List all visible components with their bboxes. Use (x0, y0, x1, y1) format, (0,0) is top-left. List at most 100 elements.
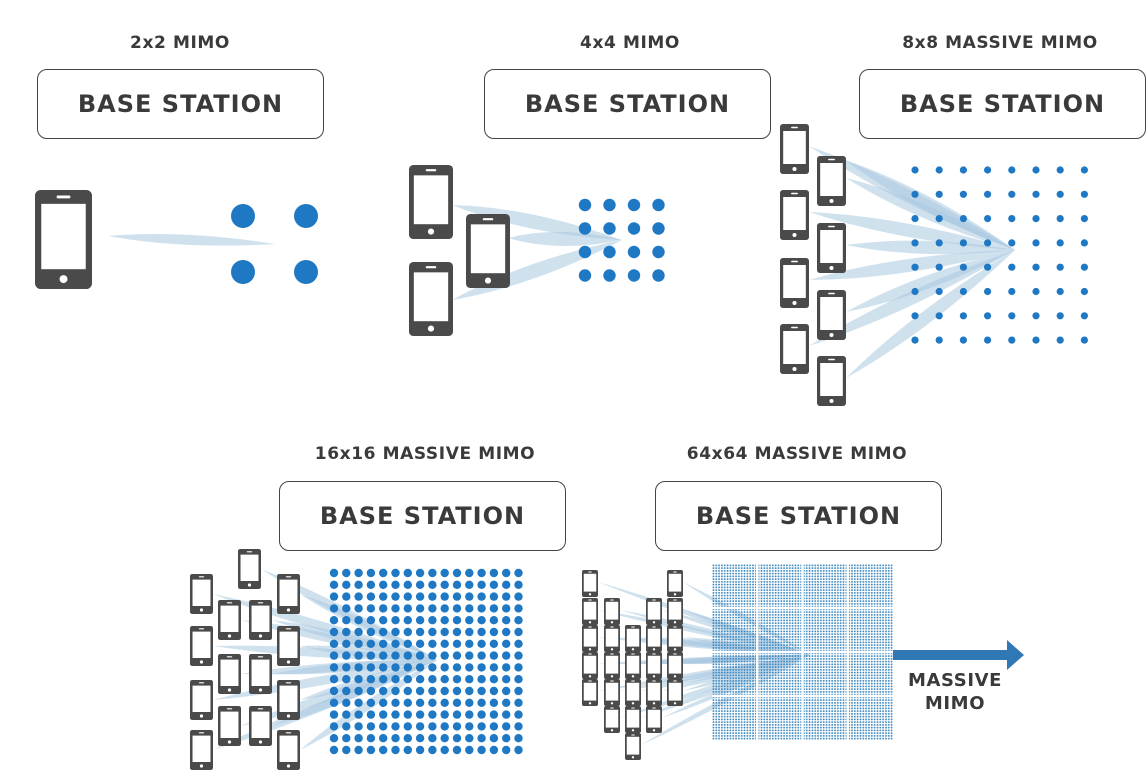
beam-8x8-7 (846, 250, 1015, 312)
antenna-element (1032, 312, 1040, 320)
antenna-element (935, 336, 943, 344)
antenna-element (514, 745, 523, 755)
antenna-element (984, 166, 992, 174)
antenna-element (440, 698, 449, 707)
antenna-element (477, 627, 486, 637)
antenna-element (514, 722, 523, 731)
phone-64x64-24 (646, 706, 662, 733)
antenna-element (415, 580, 425, 589)
antenna-element (440, 568, 449, 578)
antenna-element (1032, 263, 1040, 271)
antenna-element (465, 651, 474, 660)
phone-64x64-6 (667, 598, 683, 625)
phone-16x16-12 (218, 706, 241, 746)
antenna-element (391, 592, 400, 601)
antenna-element (502, 698, 511, 707)
antenna-element (911, 336, 919, 344)
antenna-element (415, 639, 425, 648)
antenna-element (514, 627, 523, 637)
antenna-element (415, 592, 425, 601)
antenna-element (489, 663, 499, 672)
antenna-element (342, 568, 351, 578)
antenna-element (489, 627, 499, 637)
antenna-element (329, 734, 339, 743)
phone-64x64-9 (625, 625, 641, 652)
title-16x16: 16x16 MASSIVE MIMO (314, 444, 536, 464)
antenna-element (342, 745, 351, 755)
antenna-array-64x64 (712, 564, 893, 740)
antenna-element (391, 580, 400, 589)
antenna-element (428, 698, 437, 707)
antenna-element (403, 722, 412, 731)
antenna-element (403, 698, 412, 707)
antenna-element (428, 734, 437, 743)
antenna-element (984, 336, 992, 344)
antenna-element (329, 580, 339, 589)
antenna-element (502, 722, 511, 731)
antenna-element (354, 580, 363, 589)
antenna-element (489, 722, 499, 731)
antenna-element (415, 616, 425, 625)
antenna-element (342, 604, 351, 613)
antenna-element (342, 592, 351, 601)
antenna-element (1056, 263, 1064, 271)
phone-64x64-3 (582, 598, 598, 625)
antenna-element (231, 260, 255, 284)
antenna-element (403, 580, 412, 589)
antenna-element (959, 312, 968, 320)
antenna-element (1008, 287, 1016, 296)
antenna-element (502, 710, 511, 719)
antenna-element (959, 239, 968, 247)
antenna-element (379, 568, 388, 578)
antenna-element (489, 710, 499, 719)
antenna-element (428, 710, 437, 719)
phones-layer (35, 124, 846, 770)
antenna-element (502, 568, 511, 578)
phone-16x16-7 (277, 626, 300, 666)
antennas-layer (231, 166, 1088, 755)
antenna-element (428, 722, 437, 731)
antenna-element (391, 604, 400, 613)
antenna-element (342, 675, 351, 684)
antenna-element (452, 686, 462, 696)
antenna-element (1032, 215, 1040, 223)
phone-64x64-18 (604, 679, 620, 706)
antenna-element (514, 651, 523, 660)
antenna-element (440, 663, 449, 672)
antenna-element (489, 745, 499, 755)
antenna-element (354, 722, 363, 731)
phone-16x16-15 (277, 730, 300, 770)
antenna-element (366, 745, 376, 755)
antenna-element (440, 710, 449, 719)
phone-64x64-17 (582, 679, 598, 706)
antenna-element (379, 698, 388, 707)
antenna-element (652, 269, 665, 282)
antenna-element (502, 675, 511, 684)
antenna-element (1008, 239, 1016, 247)
antenna-element (477, 639, 486, 648)
antenna-element (465, 663, 474, 672)
antenna-element (603, 198, 616, 212)
antenna-array-2x2 (231, 204, 318, 284)
antenna-element (465, 568, 474, 578)
antenna-element (1056, 312, 1064, 320)
antenna-element (452, 663, 462, 672)
antenna-element (1056, 166, 1064, 174)
antenna-element (465, 698, 474, 707)
phone-16x16-5 (249, 600, 272, 640)
antenna-element (354, 734, 363, 743)
antenna-element (489, 616, 499, 625)
antenna-element (440, 592, 449, 601)
antenna-element (379, 580, 388, 589)
antenna-element (415, 604, 425, 613)
antenna-element (403, 627, 412, 637)
antenna-element (428, 627, 437, 637)
antenna-element (329, 663, 339, 672)
antenna-element (415, 722, 425, 731)
antenna-element (342, 580, 351, 589)
antenna-element (366, 734, 376, 743)
antenna-element (342, 722, 351, 731)
title-2x2: 2x2 MIMO (130, 33, 230, 53)
antenna-element (477, 568, 486, 578)
antenna-element (379, 627, 388, 637)
